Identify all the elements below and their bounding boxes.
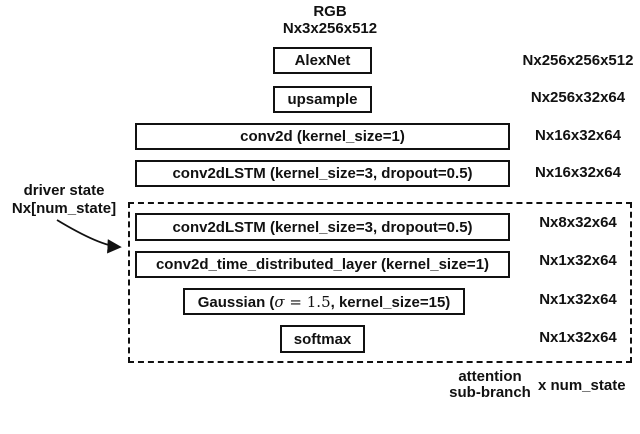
layer-label: AlexNet [294,52,351,69]
layer-label: Gaussian (σ = 1.5, kernel_size=15) [198,293,451,311]
sigma-symbol: σ [274,292,285,311]
layer-box-gaussian: Gaussian (σ = 1.5, kernel_size=15) [183,288,465,315]
output-dim-conv2d-time-distributed: Nx1x32x64 [539,252,617,269]
attention-caption-line2: sub-branch [449,384,531,401]
output-dim-conv2dlstm-2: Nx8x32x64 [539,214,617,231]
driver-state-label: driver state Nx[num_state] [0,182,128,218]
input-name: RGB [313,3,347,20]
output-dim-softmax: Nx1x32x64 [539,329,617,346]
layer-label: softmax [293,330,352,348]
layer-label: conv2d (kernel_size=1) [240,128,405,145]
driver-state-line2: Nx[num_state] [11,200,117,217]
output-dim-alexnet: Nx256x256x512 [522,52,634,69]
layer-label: conv2d_time_distributed_layer (kernel_si… [155,256,490,273]
num-state-multiplier: x num_state [538,377,626,394]
layer-box-conv2dlstm-2: conv2dLSTM (kernel_size=3, dropout=0.5) [135,213,510,241]
attention-subbranch-outline [128,202,632,363]
layer-label: upsample [287,91,358,108]
attention-caption-line1: attention [458,368,522,385]
output-dim-upsample: Nx256x32x64 [530,89,626,106]
output-dim-conv2d: Nx16x32x64 [535,127,621,144]
driver-state-line1: driver state [23,182,105,199]
sigma-value: = 1.5 [284,292,331,311]
layer-box-softmax: softmax [280,325,365,353]
layer-box-alexnet: AlexNet [273,47,372,74]
layer-box-conv2d: conv2d (kernel_size=1) [135,123,510,150]
attention-subbranch-caption: attention sub-branch [437,369,543,401]
layer-box-conv2dlstm-1: conv2dLSTM (kernel_size=3, dropout=0.5) [135,160,510,187]
gaussian-suffix: , kernel_size=15) [330,293,451,311]
gaussian-prefix: Gaussian ( [197,293,275,311]
layer-box-conv2d-time-distributed: conv2d_time_distributed_layer (kernel_si… [135,251,510,278]
driver-state-arrow [56,219,122,254]
input-dims: Nx3x256x512 [282,20,378,37]
input-rgb-label: RGB Nx3x256x512 [255,3,405,37]
layer-label: conv2dLSTM (kernel_size=3, dropout=0.5) [172,218,473,236]
layer-label: conv2dLSTM (kernel_size=3, dropout=0.5) [172,165,473,182]
layer-box-upsample: upsample [273,86,372,113]
output-dim-gaussian: Nx1x32x64 [539,291,617,308]
output-dim-conv2dlstm-1: Nx16x32x64 [535,164,621,181]
